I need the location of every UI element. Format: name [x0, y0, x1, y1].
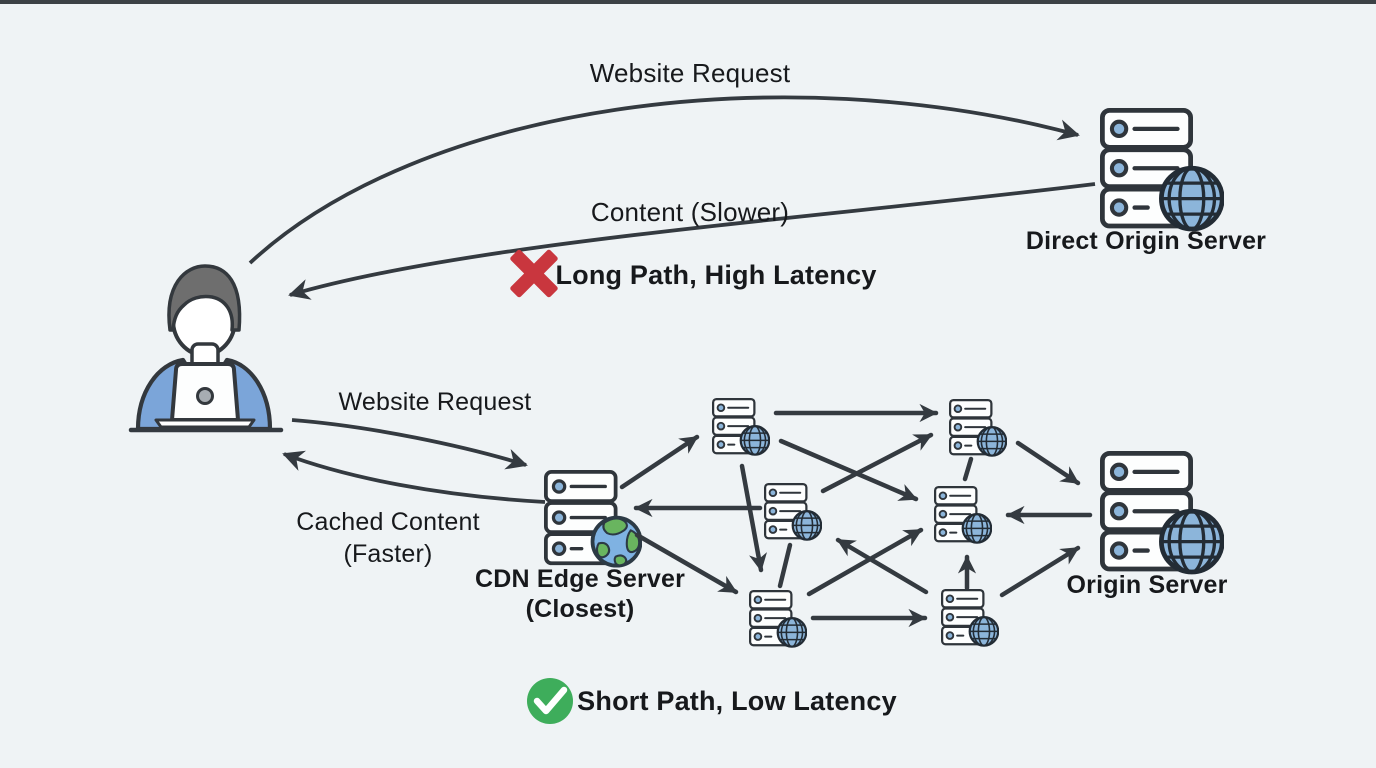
direct-origin-server-label: Direct Origin Server	[1026, 227, 1266, 255]
user-at-laptop-icon	[128, 264, 284, 433]
cdn-mesh	[619, 398, 1093, 648]
mesh-arrow-n2-to-origin	[1015, 440, 1081, 486]
cdn-node-icon	[941, 589, 999, 647]
laptop-base	[154, 418, 256, 429]
direct-flow: Website Request Content (Slower) Long Pa…	[248, 58, 1266, 300]
server-globe-icon	[1102, 110, 1222, 229]
mesh-arrow-edge-to-n1	[619, 434, 700, 490]
cdn-node-icon	[749, 590, 807, 648]
edge-server-label-1: CDN Edge Server	[475, 565, 685, 593]
cdn-status-label: Short Path, Low Latency	[577, 686, 897, 716]
mesh-arrow-edge-to-n5	[634, 532, 739, 595]
mesh-arrow-n3-to-n2	[820, 432, 934, 494]
mesh-link-n3-n5	[777, 542, 793, 589]
laptop-logo	[196, 387, 214, 405]
check-circle-icon	[527, 678, 573, 724]
cdn-response-arrow	[282, 450, 546, 504]
cdn-response-label-1: Cached Content	[296, 508, 479, 536]
cdn-request-label: Website Request	[339, 388, 532, 416]
direct-request-arrow	[248, 95, 1080, 265]
server-globe-icon	[1102, 453, 1222, 572]
mesh-arrow-n5-to-n4	[806, 527, 924, 597]
cdn-node-icon	[764, 483, 822, 541]
direct-response-arrow	[288, 182, 1096, 300]
x-mark-icon	[510, 249, 558, 298]
direct-request-label: Website Request	[590, 58, 791, 88]
cdn-flow: Website Request Cached Content (Faster) …	[282, 388, 1228, 724]
mesh-arrow-n6-to-n3	[835, 537, 929, 595]
direct-status-label: Long Path, High Latency	[555, 260, 876, 290]
cdn-node-icon	[934, 486, 992, 544]
mesh-arrow-n6-to-origin	[999, 545, 1081, 598]
cdn-response-label-2: (Faster)	[343, 540, 432, 568]
origin-server-label: Origin Server	[1067, 571, 1228, 599]
edge-server-label-2: (Closest)	[526, 595, 635, 623]
mesh-arrow-n1-to-n4	[778, 438, 919, 502]
direct-response-label: Content (Slower)	[591, 197, 789, 227]
user-hair	[167, 264, 242, 332]
cdn-node-icon	[949, 399, 1007, 457]
mesh-link-n2-n4	[962, 456, 974, 482]
cdn-node-icon	[712, 398, 770, 456]
cdn-request-arrow	[291, 418, 528, 470]
mesh-arrow-n1-to-n5	[739, 463, 767, 573]
top-edge-bar	[0, 0, 1376, 4]
